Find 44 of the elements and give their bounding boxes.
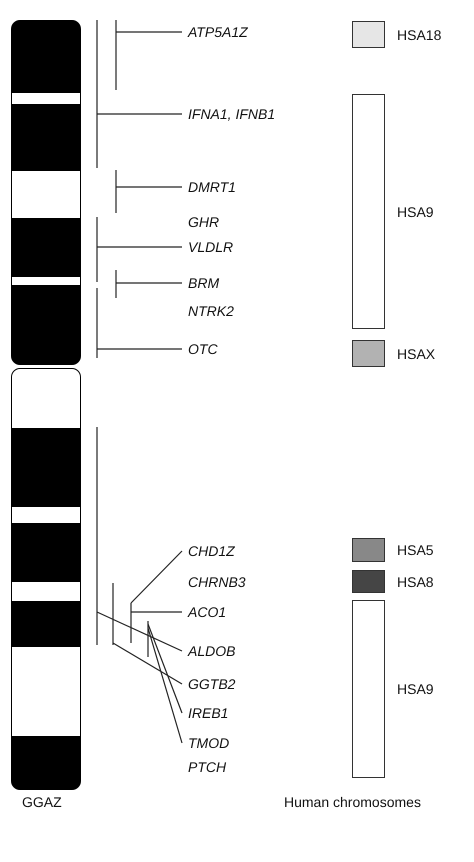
gene-label: GHR [188,214,220,230]
leader-line [147,628,183,744]
gene-label: IFNA1, IFNB1 [188,106,276,122]
gene-label: DMRT1 [188,179,236,195]
chromosome-segment [352,600,385,778]
chromosome-label: HSA9 [397,681,434,697]
chromosome-segment [352,21,385,48]
chromosome-arm [11,20,81,365]
leader-line [116,186,182,188]
gene-label: CHD1Z [188,543,235,559]
gene-label: IREB1 [188,705,228,721]
leader-line [130,550,182,604]
gene-label: OTC [188,341,218,357]
axis-caption: Human chromosomes [284,794,421,810]
leader-line [147,624,183,714]
chromosome-label: HSA9 [397,204,434,220]
chromosome-arm [11,368,81,790]
chromosome-label: HSA18 [397,26,442,42]
gene-label: ALDOB [188,643,236,659]
gene-label: PTCH [188,759,226,775]
gene-label: ATP5A1Z [188,24,248,40]
leader-line [116,282,182,284]
gene-label: ACO1 [188,604,226,620]
leader-line [131,611,182,613]
chromosome-segment [352,538,385,562]
leader-line [97,113,182,115]
leader-line [116,31,182,33]
chromosome-segment [352,570,385,593]
leader-line [97,348,182,350]
gene-label: TMOD [188,735,230,751]
gene-label: VLDLR [188,239,234,255]
leader-line [96,611,182,652]
chromosome-label: HSAX [397,346,436,362]
leader-line [112,642,182,685]
species-label: GGAZ [22,794,62,810]
chromosome-segment [352,340,385,367]
gene-label: GGTB2 [188,676,236,692]
chromosome-segment [352,94,385,329]
leader-line [97,246,182,248]
chromosome-label: HSA8 [397,574,434,590]
gene-label: CHRNB3 [188,574,246,590]
chromosome-label: HSA5 [397,542,434,558]
gene-label: NTRK2 [188,303,234,319]
gene-label: BRM [188,275,220,291]
